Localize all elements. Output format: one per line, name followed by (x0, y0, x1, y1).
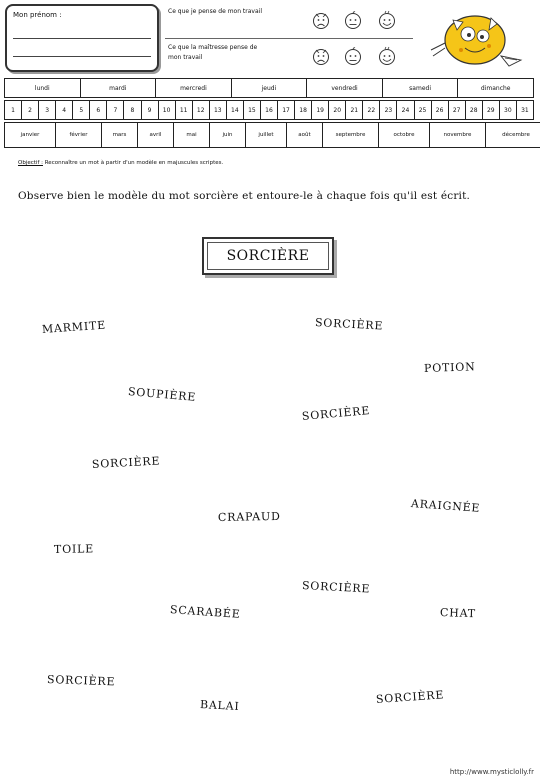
day-number-cell: 28 (464, 100, 483, 120)
word-item[interactable]: SORCIÈRE (301, 404, 371, 423)
word-item[interactable]: SORCIÈRE (301, 579, 371, 596)
day-number-cell: 13 (208, 100, 227, 120)
month-cell: juin (209, 122, 246, 148)
day-number-cell: 16 (259, 100, 279, 120)
day-numbers-table: 1 2 3 4 5 6 7 8 9 10 11 12 13 14 15 16 1… (3, 100, 535, 120)
eval-self-label: Ce que je pense de mon travail (168, 8, 262, 15)
model-word-box: SORCIÈRE (202, 237, 334, 275)
day-number-cell: 22 (362, 100, 381, 120)
model-word: SORCIÈRE (226, 248, 310, 264)
day-number-cell: 25 (413, 100, 432, 120)
word-item[interactable]: SOUPIÈRE (127, 385, 197, 404)
months-table: janvier février mars avril mai juin juil… (4, 122, 540, 148)
month-cell: janvier (4, 122, 56, 148)
days-table: lundi mardi mercredi jeudi vendredi same… (4, 78, 534, 98)
day-cell: samedi (381, 78, 459, 98)
month-cell: juillet (245, 122, 287, 148)
name-box: Mon prénom : (5, 4, 159, 72)
day-number-cell: 17 (276, 100, 296, 120)
day-number-cell: 31 (515, 100, 535, 120)
month-cell: mars (101, 122, 138, 148)
objective-text: Reconnaître un mot à partir d'un modèle … (44, 160, 224, 166)
day-cell: jeudi (230, 78, 308, 98)
day-number-cell: 6 (89, 100, 108, 120)
word-item[interactable]: CRAPAUD (217, 509, 281, 524)
day-number-cell: 19 (311, 100, 330, 120)
sad-face-icon (313, 13, 329, 29)
day-number-cell: 9 (140, 100, 159, 120)
neutral-face-icon (345, 47, 361, 65)
name-label: Mon prénom : (13, 11, 62, 19)
day-number-cell: 2 (21, 100, 40, 120)
word-item[interactable]: SORCIÈRE (375, 688, 445, 706)
day-number-cell: 1 (3, 100, 23, 120)
day-number-cell: 10 (157, 100, 176, 120)
day-number-cell: 8 (123, 100, 142, 120)
day-number-cell: 3 (38, 100, 57, 120)
monster-mascot-icon (430, 15, 523, 67)
day-number-cell: 14 (225, 100, 244, 120)
happy-face-icon (379, 46, 395, 65)
word-item[interactable]: ARAIGNÉE (410, 497, 481, 515)
instruction: Observe bien le modèle du mot sorcière e… (18, 190, 471, 202)
word-item[interactable]: POTION (423, 360, 476, 375)
footer-url[interactable]: http://www.mysticlolly.fr (449, 768, 534, 776)
day-number-cell: 29 (481, 100, 500, 120)
day-number-cell: 27 (447, 100, 466, 120)
word-item[interactable]: MARMITE (41, 318, 107, 336)
name-line (13, 56, 151, 57)
day-number-cell: 12 (191, 100, 210, 120)
word-item[interactable]: SORCIÈRE (91, 454, 161, 471)
day-number-cell: 11 (174, 100, 193, 120)
day-cell: lundi (4, 78, 81, 98)
day-number-cell: 15 (242, 100, 261, 120)
day-number-cell: 5 (72, 100, 91, 120)
day-number-cell: 24 (396, 100, 415, 120)
name-line (13, 38, 151, 39)
day-cell: dimanche (457, 78, 534, 98)
day-cell: mardi (79, 78, 157, 98)
word-item[interactable]: SORCIÈRE (46, 673, 116, 689)
month-cell: octobre (378, 122, 430, 148)
word-item[interactable]: TOILE (53, 542, 95, 556)
eval-separator (165, 38, 413, 39)
month-cell: avril (137, 122, 174, 148)
day-cell: vendredi (306, 78, 383, 98)
neutral-face-icon (345, 11, 361, 29)
objective: Objectif : Reconnaître un mot à partir d… (18, 160, 223, 166)
day-number-cell: 7 (106, 100, 125, 120)
word-item[interactable]: SCARABÉE (169, 603, 241, 621)
eval-teacher-label: Ce que la maîtresse pense de mon travail (168, 44, 258, 61)
day-number-cell: 23 (379, 100, 398, 120)
model-word-inner-frame: SORCIÈRE (207, 242, 329, 270)
day-number-cell: 18 (294, 100, 313, 120)
month-cell: août (286, 122, 323, 148)
month-cell: novembre (429, 122, 486, 148)
month-cell: septembre (322, 122, 379, 148)
day-number-cell: 4 (55, 100, 74, 120)
month-cell: décembre (485, 122, 540, 148)
day-cell: mercredi (155, 78, 232, 98)
day-number-cell: 30 (498, 100, 517, 120)
month-cell: février (55, 122, 102, 148)
day-number-cell: 20 (328, 100, 347, 120)
happy-face-icon (379, 10, 395, 29)
word-item[interactable]: SORCIÈRE (314, 316, 384, 333)
objective-label: Objectif : (18, 160, 43, 166)
month-cell: mai (173, 122, 210, 148)
sad-face-icon (313, 49, 329, 65)
day-number-cell: 21 (345, 100, 364, 120)
word-item[interactable]: BALAI (199, 698, 240, 714)
word-item[interactable]: CHAT (439, 606, 477, 621)
day-number-cell: 26 (430, 100, 449, 120)
